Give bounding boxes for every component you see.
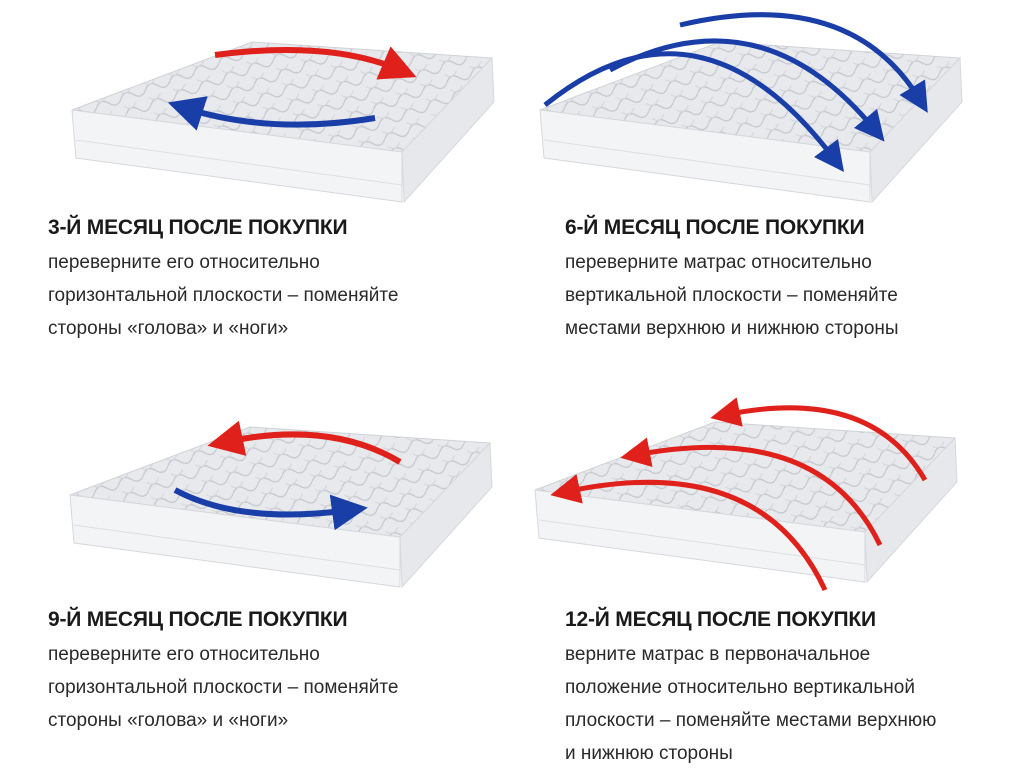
red-arrow-icon (207, 420, 402, 465)
blue-arrow-icon (679, 12, 928, 113)
step-9-month: 9-Й МЕСЯЦ ПОСЛЕ ПОКУПКИ переверните его … (48, 606, 398, 737)
step-text: местами верхнюю и нижнюю стороны (565, 318, 899, 339)
step-text: переверните матрас относительно (565, 252, 872, 273)
blue-arrow-icon (173, 487, 368, 531)
blue-arrow-icon (608, 38, 885, 142)
mattress-12-month (534, 397, 958, 592)
step-title: 12-Й МЕСЯЦ ПОСЛЕ ПОКУПКИ (565, 608, 876, 631)
blue-arrow-icon (543, 51, 845, 172)
step-text: переверните его относительно (48, 644, 320, 665)
step-text: вертикальной плоскости – поменяйте (565, 285, 898, 306)
step-3-month: 3-Й МЕСЯЦ ПОСЛЕ ПОКУПКИ переверните его … (48, 214, 398, 345)
step-text: верните матрас в первоначальное (565, 644, 871, 665)
step-text: стороны «голова» и «ноги» (48, 710, 289, 731)
mattress-9-month (69, 420, 493, 588)
step-6-month: 6-Й МЕСЯЦ ПОСЛЕ ПОКУПКИ переверните матр… (565, 214, 899, 345)
blue-arrow-icon (167, 96, 376, 131)
red-arrow-icon (620, 437, 883, 547)
step-text: горизонтальной плоскости – поменяйте (48, 677, 399, 698)
step-title: 3-Й МЕСЯЦ ПОСЛЕ ПОКУПКИ (48, 216, 348, 239)
mattress-3-month (71, 41, 495, 203)
step-title: 6-Й МЕСЯЦ ПОСЛЕ ПОКУПКИ (565, 216, 865, 239)
step-text: плоскости – поменяйте местами верхнюю (565, 710, 937, 731)
step-12-month: 12-Й МЕСЯЦ ПОСЛЕ ПОКУПКИ верните матрас … (565, 606, 936, 770)
red-arrow-icon (550, 474, 828, 592)
step-text: переверните его относительно (48, 252, 320, 273)
mattress-6-month (539, 12, 963, 203)
step-title: 9-Й МЕСЯЦ ПОСЛЕ ПОКУПКИ (48, 608, 348, 631)
step-text: и нижнюю стороны (565, 743, 733, 764)
step-text: горизонтальной плоскости – поменяйте (48, 285, 399, 306)
step-text: положение относительно вертикальной (565, 677, 915, 698)
red-arrow-icon (214, 46, 417, 80)
red-arrow-icon (710, 397, 928, 482)
step-text: стороны «голова» и «ноги» (48, 318, 289, 339)
